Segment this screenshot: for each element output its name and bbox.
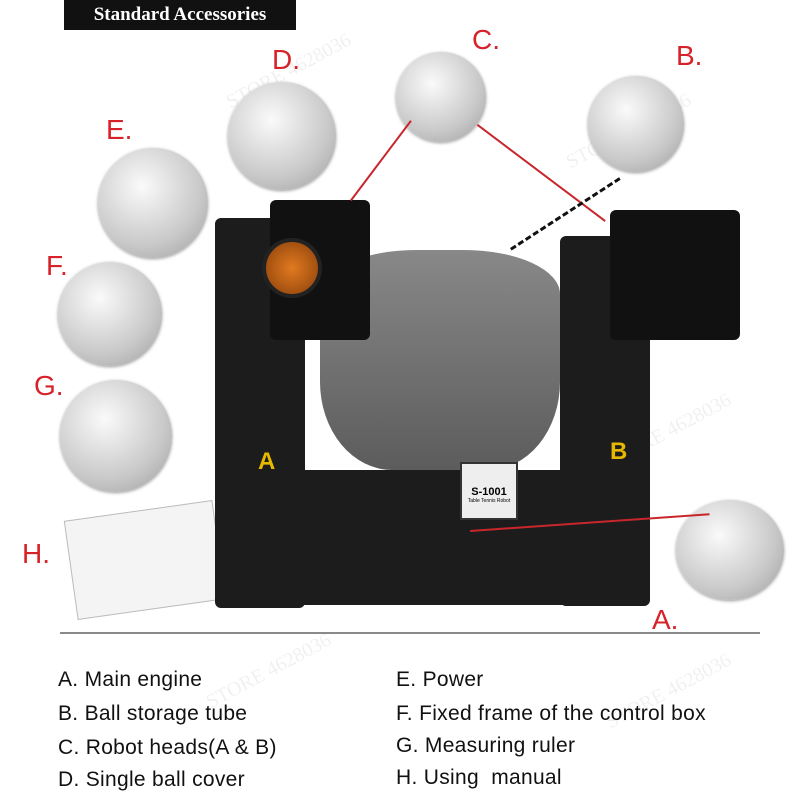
power-adapter-photo [98,148,208,258]
leader-line-c [350,120,412,202]
ball-cover-photo [228,82,336,190]
callout-f: F. [46,250,68,281]
legend-item: F. Fixed frame of the control box [396,702,706,725]
callout-a: A. [652,604,679,635]
callout-c: C. [472,24,500,55]
legend-item: H. Using manual [396,766,562,789]
legend-item: C. Robot heads(A & B) [58,736,277,759]
main-engine-photo [676,500,784,600]
measuring-ruler-photo [60,380,172,492]
model-number: S-1001 [471,486,507,498]
page-title: Standard Accessories [64,0,296,30]
divider [60,632,760,634]
legend-item: B. Ball storage tube [58,702,248,725]
robot-head-photo [396,52,486,142]
callout-b: B. [676,40,703,71]
control-box-frame-photo [58,262,162,366]
model-subtitle: Table Tennis Robot [467,498,511,504]
manual-photo [63,500,227,620]
ball-tube-photo [588,76,684,172]
main-engine [290,470,620,605]
legend-item: E. Power [396,668,484,691]
legend-item: D. Single ball cover [58,768,245,791]
ball-outlet [262,238,322,298]
side-b-label: B [610,438,628,465]
callout-e: E. [106,114,133,145]
side-a-label: A [258,448,276,475]
robot-head-b [610,210,740,340]
leader-line-c2 [476,124,606,222]
legend-item: G. Measuring ruler [396,734,576,757]
legend-item: A. Main engine [58,668,203,691]
callout-d: D. [272,44,300,75]
callout-g: G. [34,370,64,401]
callout-h: H. [22,538,50,569]
